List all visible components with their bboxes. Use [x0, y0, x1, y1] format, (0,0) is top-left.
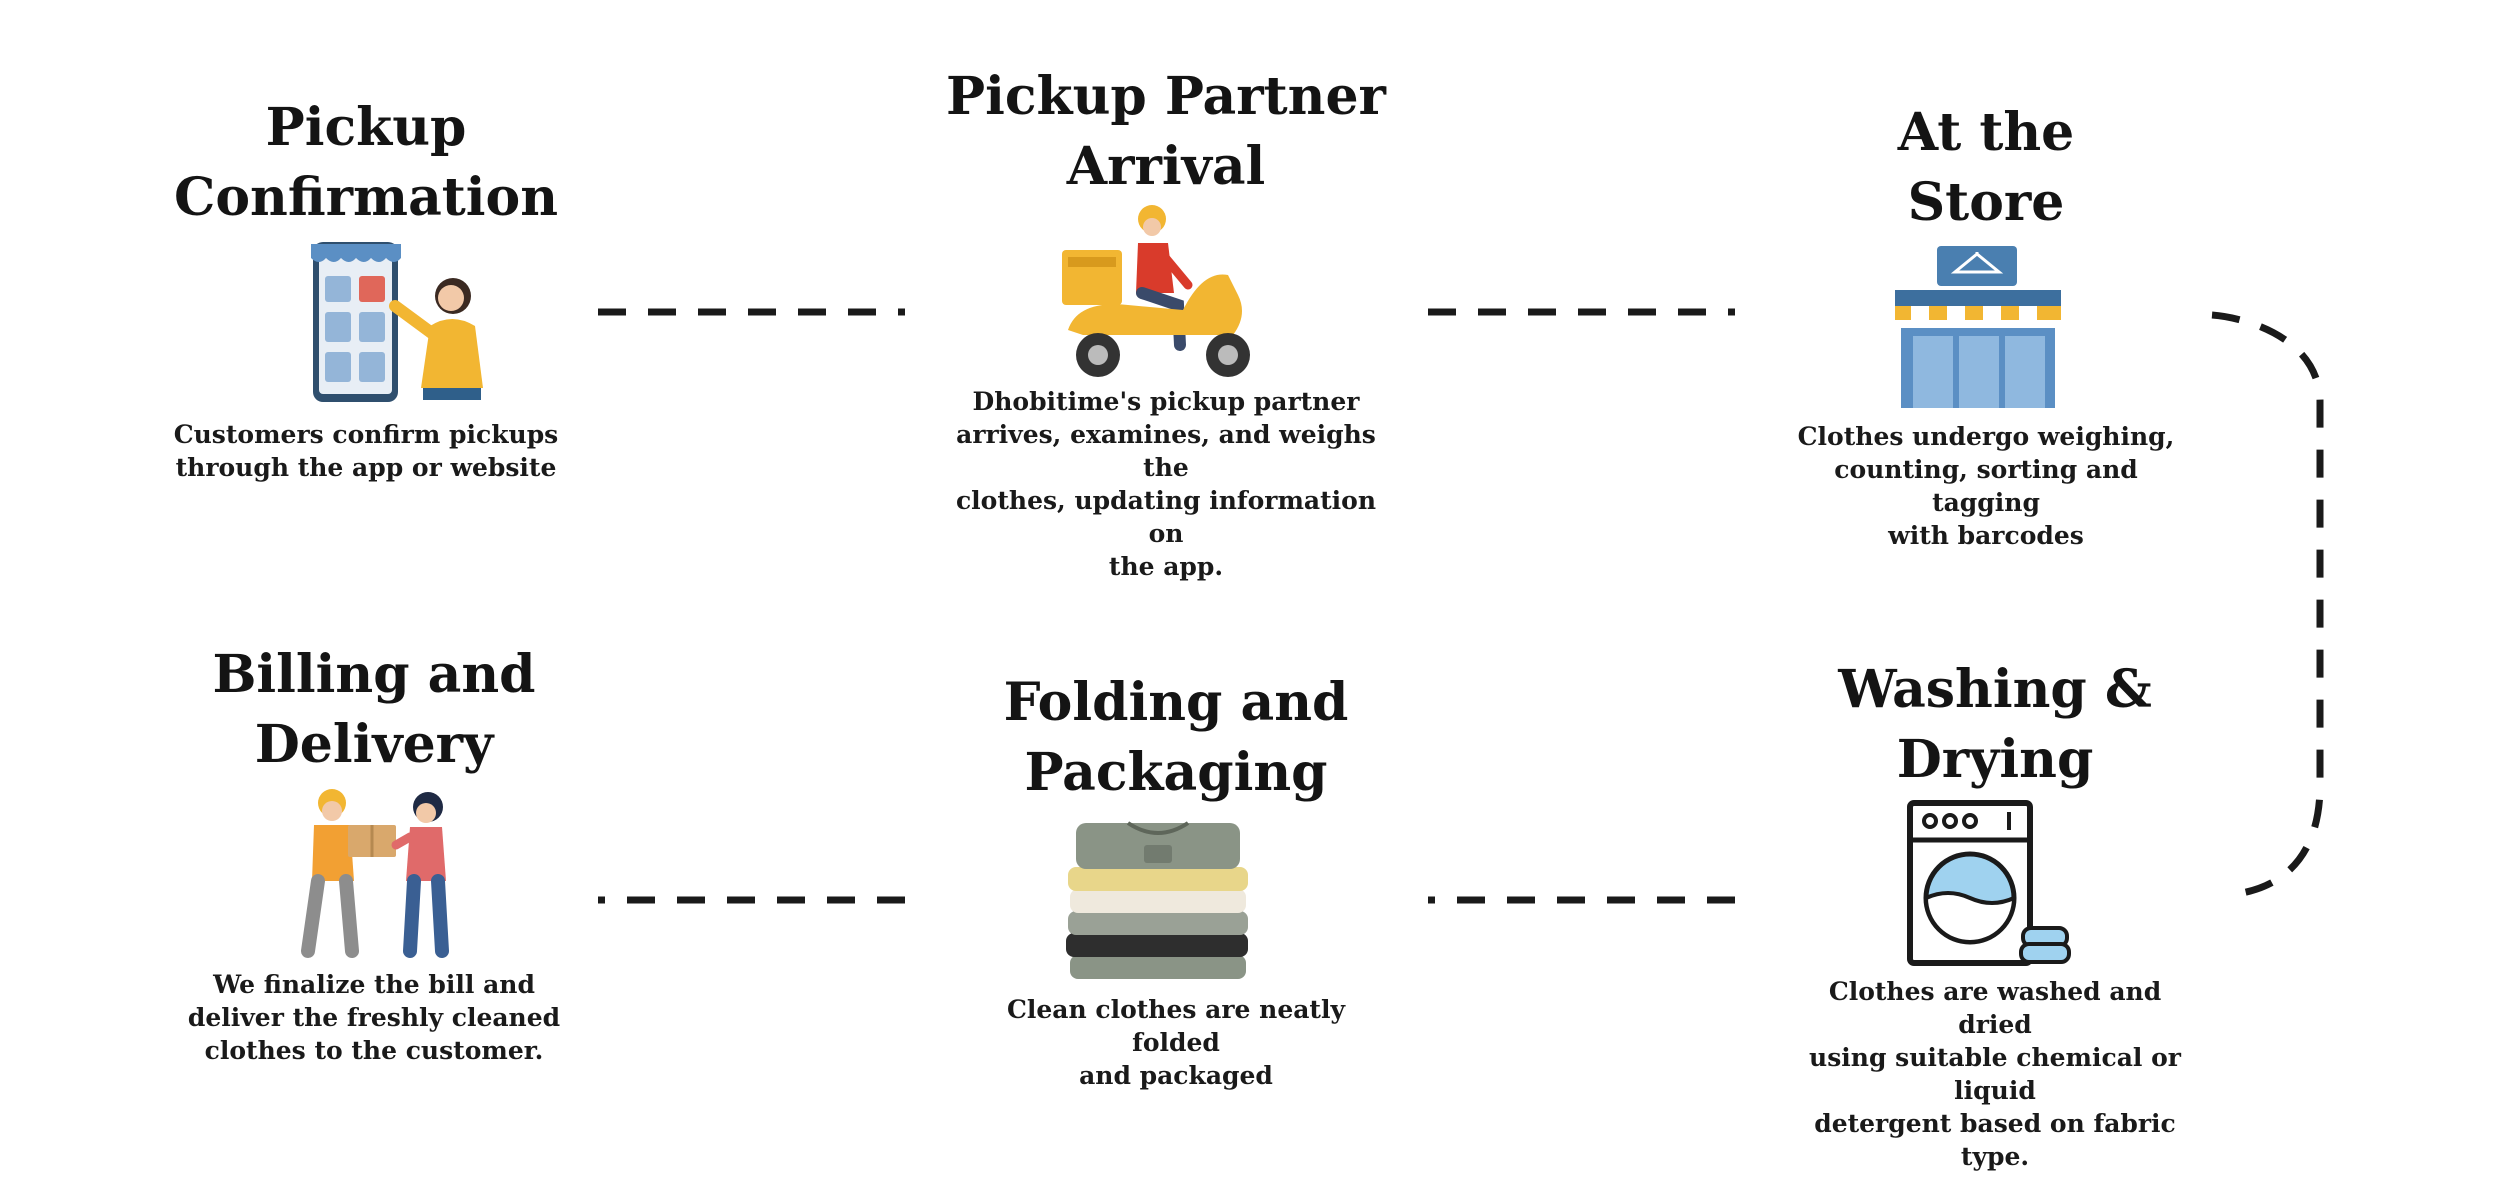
phone-shopper-icon [311, 242, 483, 402]
step-title: Washing &Drying [1838, 659, 2152, 790]
desc-line: We finalize the bill and [213, 970, 535, 999]
scooter-delivery-icon [1062, 205, 1250, 377]
connector-3-4 [2211, 311, 2324, 899]
desc-line: Clothes are washed and dried [1828, 977, 2162, 1039]
laundry-store-icon [1895, 246, 2061, 408]
desc-line: and packaged [1079, 1061, 1273, 1090]
folded-clothes-icon [1066, 821, 1248, 979]
step-billing-delivery-desc: We finalize the bill and deliver the fres… [174, 968, 574, 1067]
step-washing-drying: Washing &Drying [1795, 655, 2195, 795]
desc-line: arrives, examines, and weighs the [956, 420, 1376, 482]
desc-line: Clothes undergo weighing, [1797, 422, 2175, 451]
desc-line: clothes to the customer. [204, 1036, 544, 1065]
washing-machine-icon [1907, 800, 2071, 966]
step-folding-packaging-desc: Clean clothes are neatly folded and packa… [976, 993, 1376, 1092]
desc-line: using suitable chemical or liquid [1809, 1043, 2181, 1105]
step-pickup-partner-arrival-desc: Dhobitime's pickup partner arrives, exami… [946, 385, 1386, 583]
desc-line: Clean clothes are neatly folded [1006, 995, 1345, 1057]
desc-line: with barcodes [1888, 521, 2084, 550]
desc-line: deliver the freshly cleaned [187, 1003, 561, 1032]
step-pickup-confirmation-desc: Customers confirm pickups through the app… [166, 418, 566, 484]
desc-line: clothes, updating information on [955, 486, 1377, 548]
desc-line: the app. [1108, 552, 1224, 581]
desc-line: Customers confirm pickups [173, 420, 559, 449]
desc-line: through the app or website [175, 453, 557, 482]
desc-line: counting, sorting and tagging [1834, 455, 2138, 517]
step-at-the-store-desc: Clothes undergo weighing, counting, sorti… [1786, 420, 2186, 552]
desc-line: Dhobitime's pickup partner [972, 387, 1360, 416]
desc-line: detergent based on fabric type. [1814, 1109, 2176, 1171]
handover-delivery-icon [301, 789, 449, 958]
